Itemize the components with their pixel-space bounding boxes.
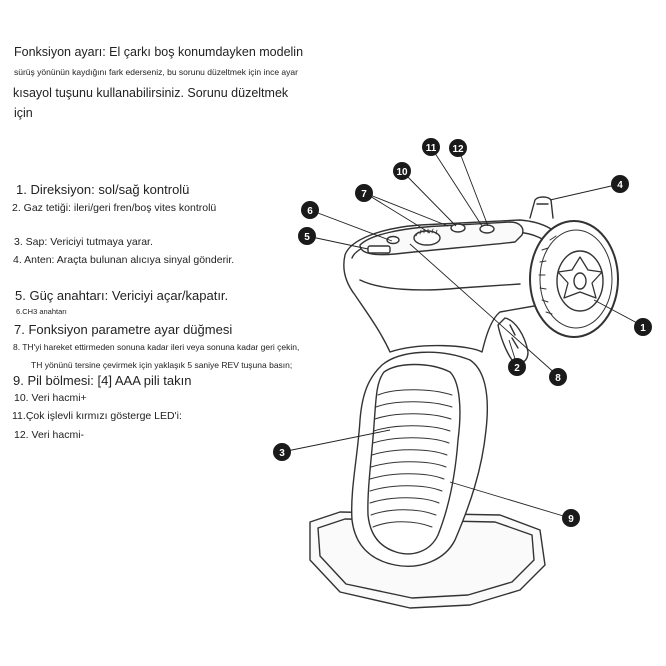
- legend-item-8b: TH yönünü tersine çevirmek için yaklaşık…: [31, 360, 293, 370]
- svg-text:8: 8: [555, 373, 561, 384]
- intro-line-4: için: [14, 106, 33, 120]
- legend-item-5: 5. Güç anahtarı: Vericiyi açar/kapatır.: [15, 288, 229, 303]
- callout-12: 12: [449, 139, 467, 157]
- volume-plus-button: [450, 223, 466, 233]
- legend-item-8: 8. TH'yi hareket ettirmeden sonuna kadar…: [13, 342, 300, 352]
- callout-10: 10: [393, 162, 411, 180]
- callout-markers: 1 2 3 4 5 6 7 8 9 10 11 12: [273, 138, 652, 527]
- intro-line-2: sürüş yönünün kaydığını fark ederseniz, …: [14, 67, 298, 77]
- svg-text:11: 11: [426, 143, 437, 154]
- legend-item-1: 1. Direksiyon: sol/sağ kontrolü: [16, 182, 190, 197]
- legend-item-9: 9. Pil bölmesi: [4] AAA pili takın: [13, 373, 192, 388]
- callout-6: 6: [301, 201, 319, 219]
- svg-text:7: 7: [361, 189, 367, 200]
- legend-item-12: 12. Veri hacmi-: [14, 429, 85, 441]
- legend-item-6: 6.CH3 anahtarı: [16, 307, 67, 316]
- callout-3: 3: [273, 443, 291, 461]
- legend-item-4: 4. Anten: Araçta bulunan alıcıya sinyal …: [13, 254, 235, 266]
- legend-item-3: 3. Sap: Vericiyi tutmaya yarar.: [14, 236, 153, 248]
- antenna: [529, 196, 554, 219]
- callout-leader-lines: [281, 146, 642, 519]
- svg-text:2: 2: [514, 363, 520, 374]
- svg-text:6: 6: [307, 206, 313, 217]
- callout-11: 11: [422, 138, 440, 156]
- svg-text:4: 4: [617, 180, 623, 191]
- intro-line-1: Fonksiyon ayarı: El çarkı boş konumdayke…: [14, 45, 304, 59]
- callout-8: 8: [549, 368, 567, 386]
- svg-text:3: 3: [279, 448, 285, 459]
- legend-item-2: 2. Gaz tetiği: ileri/geri fren/boş vites…: [12, 202, 217, 214]
- ch3-switch: [386, 235, 400, 245]
- svg-text:9: 9: [568, 514, 574, 525]
- svg-text:12: 12: [452, 144, 464, 155]
- svg-text:10: 10: [396, 167, 408, 178]
- callout-4: 4: [611, 175, 629, 193]
- power-switch: [367, 245, 391, 254]
- legend-item-11: 11.Çok işlevli kırmızı gösterge LED'i:: [12, 410, 182, 422]
- legend-item-10: 10. Veri hacmi+: [14, 392, 87, 404]
- handle-grip: [350, 351, 489, 567]
- callout-1: 1: [634, 318, 652, 336]
- svg-text:5: 5: [304, 232, 310, 243]
- legend-item-7: 7. Fonksiyon parametre ayar düğmesi: [14, 322, 233, 337]
- svg-text:1: 1: [640, 323, 646, 334]
- callout-9: 9: [562, 509, 580, 527]
- intro-line-3: kısayol tuşunu kullanabilirsiniz. Sorunu…: [13, 86, 289, 100]
- volume-minus-button: [479, 224, 495, 234]
- callout-7: 7: [355, 184, 373, 202]
- callout-2: 2: [508, 358, 526, 376]
- callout-5: 5: [298, 227, 316, 245]
